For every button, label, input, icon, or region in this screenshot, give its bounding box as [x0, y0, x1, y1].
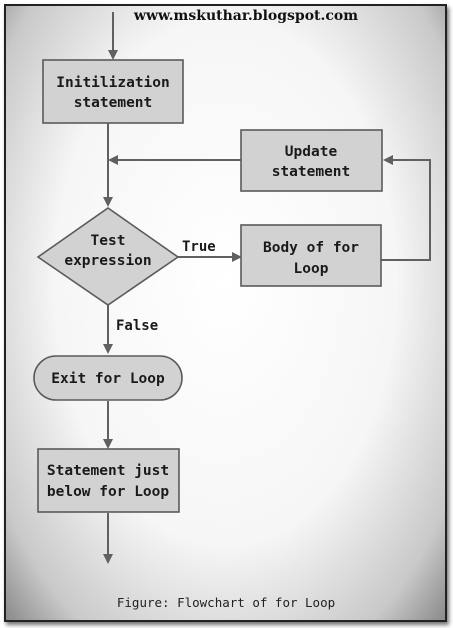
- test-expression-node: Test expression: [36, 207, 180, 306]
- test-line-2: expression: [64, 253, 151, 269]
- loop-body-node: Body of for Loop: [240, 224, 382, 287]
- figure-caption: Figure: Flowchart of for Loop: [117, 595, 335, 610]
- body-line-2: Loop: [294, 261, 329, 277]
- update-line-2: statement: [272, 164, 351, 180]
- test-line-1: Test: [91, 233, 126, 249]
- false-label: False: [116, 318, 158, 334]
- exit-loop-node: Exit for Loop: [33, 355, 183, 401]
- exit-text: Exit for Loop: [51, 371, 165, 387]
- below-line-2: below for Loop: [47, 484, 169, 500]
- website-url: www.mskuthar.blogspot.com: [133, 8, 358, 24]
- below-line-1: Statement just: [47, 463, 169, 479]
- init-statement-node: Initilization statement: [42, 59, 184, 124]
- init-line-1: Initilization: [56, 75, 170, 91]
- body-line-1: Body of for: [263, 240, 359, 256]
- init-line-2: statement: [74, 95, 153, 111]
- update-line-1: Update: [285, 144, 338, 160]
- body-to-update-arrow: [381, 155, 431, 261]
- next-statement-node: Statement just below for Loop: [37, 448, 180, 513]
- update-statement-node: Update statement: [240, 129, 383, 192]
- true-label: True: [182, 239, 216, 255]
